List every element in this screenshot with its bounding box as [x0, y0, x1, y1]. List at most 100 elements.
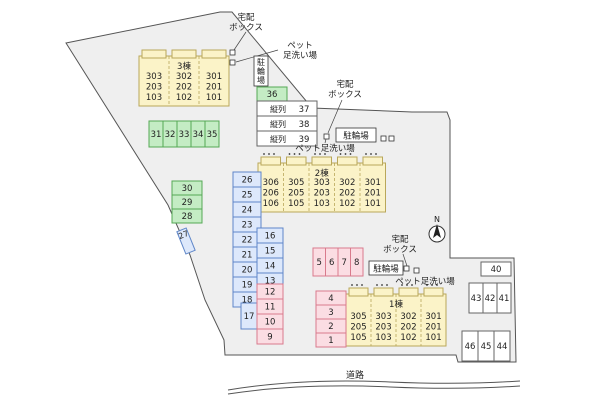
road-line	[227, 380, 521, 391]
bike-parking-box	[335, 127, 377, 143]
stall-number: 28	[182, 212, 193, 222]
stall-number: 7	[342, 258, 347, 268]
entrance-dot	[411, 284, 413, 286]
parking-stall	[256, 130, 318, 147]
stall-number: 19	[242, 281, 253, 291]
entrance-dot	[356, 284, 358, 286]
unit-number: 205	[288, 189, 304, 199]
parking-stall	[480, 261, 512, 277]
unit-number: 102	[339, 199, 355, 209]
unit-number: 203	[146, 83, 162, 93]
stall-number: 10	[265, 318, 276, 328]
stall-number: 41	[499, 294, 510, 304]
unit-number: 201	[365, 189, 381, 199]
entrance-dot	[376, 284, 378, 286]
unit-number: 303	[375, 312, 391, 322]
stall-number: 37	[299, 105, 310, 115]
unit-number: 205	[350, 323, 366, 333]
unit-number: 105	[350, 333, 366, 343]
facility-marker	[403, 265, 410, 272]
unit-number: 202	[176, 83, 192, 93]
stall-number: 14	[265, 262, 276, 272]
unit-number: 203	[375, 323, 391, 333]
bike-parking-label: 場	[257, 75, 265, 85]
building-2: 3062061063052051053032031033022021023012…	[257, 153, 386, 213]
bike-parking-label: 駐輪場	[343, 131, 369, 142]
balcony	[373, 287, 394, 297]
parking-stall	[171, 208, 203, 224]
pet-wash-label: 足洗い場	[283, 50, 318, 61]
unit-number: 203	[314, 189, 330, 199]
entrance-dot	[298, 153, 301, 155]
entrance-dot	[349, 153, 352, 155]
stall-number: 33	[179, 130, 190, 140]
stall-number: 21	[242, 251, 253, 261]
unit-number: 201	[425, 323, 441, 333]
tandem-label: 縦列	[270, 134, 286, 144]
stall-number: 39	[299, 135, 310, 145]
entrance-dot	[268, 153, 270, 155]
unit-number: 305	[288, 178, 304, 188]
stall-number: 17	[244, 312, 255, 322]
stall-number: 8	[354, 258, 359, 268]
bike-parking-box	[368, 260, 404, 276]
tandem-label: 縦列	[270, 119, 286, 129]
entrance-dot	[431, 284, 433, 286]
north-arrow-icon: N	[428, 215, 446, 243]
entrance-dot	[288, 153, 291, 155]
entrance-dot	[319, 153, 321, 155]
unit-number: 106	[263, 199, 279, 209]
facility-marker	[380, 135, 387, 142]
stall-number: 23	[242, 221, 253, 231]
stall-number: 38	[299, 120, 310, 130]
stall-number: 6	[329, 258, 334, 268]
entrance-dot	[401, 284, 403, 286]
building-name: 1棟	[389, 299, 403, 310]
unit-number: 103	[375, 333, 391, 343]
unit-number: 102	[400, 333, 416, 343]
balcony	[286, 156, 307, 166]
balcony	[260, 156, 281, 166]
facility-marker	[413, 267, 420, 274]
stall-number: 46	[465, 342, 476, 352]
unit-number: 206	[263, 189, 279, 199]
tandem-label: 縦列	[270, 104, 286, 114]
parking-stall	[176, 227, 196, 255]
delivery-box-label: 宅配	[237, 12, 255, 23]
balcony	[311, 156, 332, 166]
stall-number: 31	[151, 130, 162, 140]
entrance-dot	[324, 153, 326, 155]
stall-number: 5	[317, 258, 322, 268]
entrance-dot	[273, 153, 275, 155]
unit-number: 202	[339, 189, 355, 199]
parking-stall	[493, 330, 511, 362]
unit-number: 305	[350, 312, 366, 322]
stall-number: 44	[497, 342, 508, 352]
entrance-dot	[365, 153, 367, 155]
unit-number: 102	[176, 93, 192, 103]
unit-number: 306	[263, 178, 279, 188]
stall-number: 45	[481, 342, 492, 352]
stall-number: 9	[267, 333, 272, 343]
entrance-dot	[263, 153, 265, 155]
entrance-dot	[375, 153, 377, 155]
unit-number: 302	[176, 72, 192, 82]
unit-number: 301	[206, 72, 222, 82]
stall-number: 32	[165, 130, 176, 140]
unit-number: 105	[288, 199, 304, 209]
unit-number: 303	[314, 178, 330, 188]
leader-line	[233, 31, 247, 51]
entrance-dot	[381, 284, 383, 286]
road-label: 道路	[346, 369, 364, 381]
road-line	[227, 385, 521, 395]
stall-number: 43	[471, 294, 482, 304]
stall-number: 24	[242, 206, 253, 216]
leader-line	[327, 99, 343, 134]
stall-number: 12	[265, 288, 276, 298]
unit-number: 101	[365, 199, 381, 209]
unit-number: 301	[365, 178, 381, 188]
delivery-box-label: ボックス	[383, 245, 417, 255]
